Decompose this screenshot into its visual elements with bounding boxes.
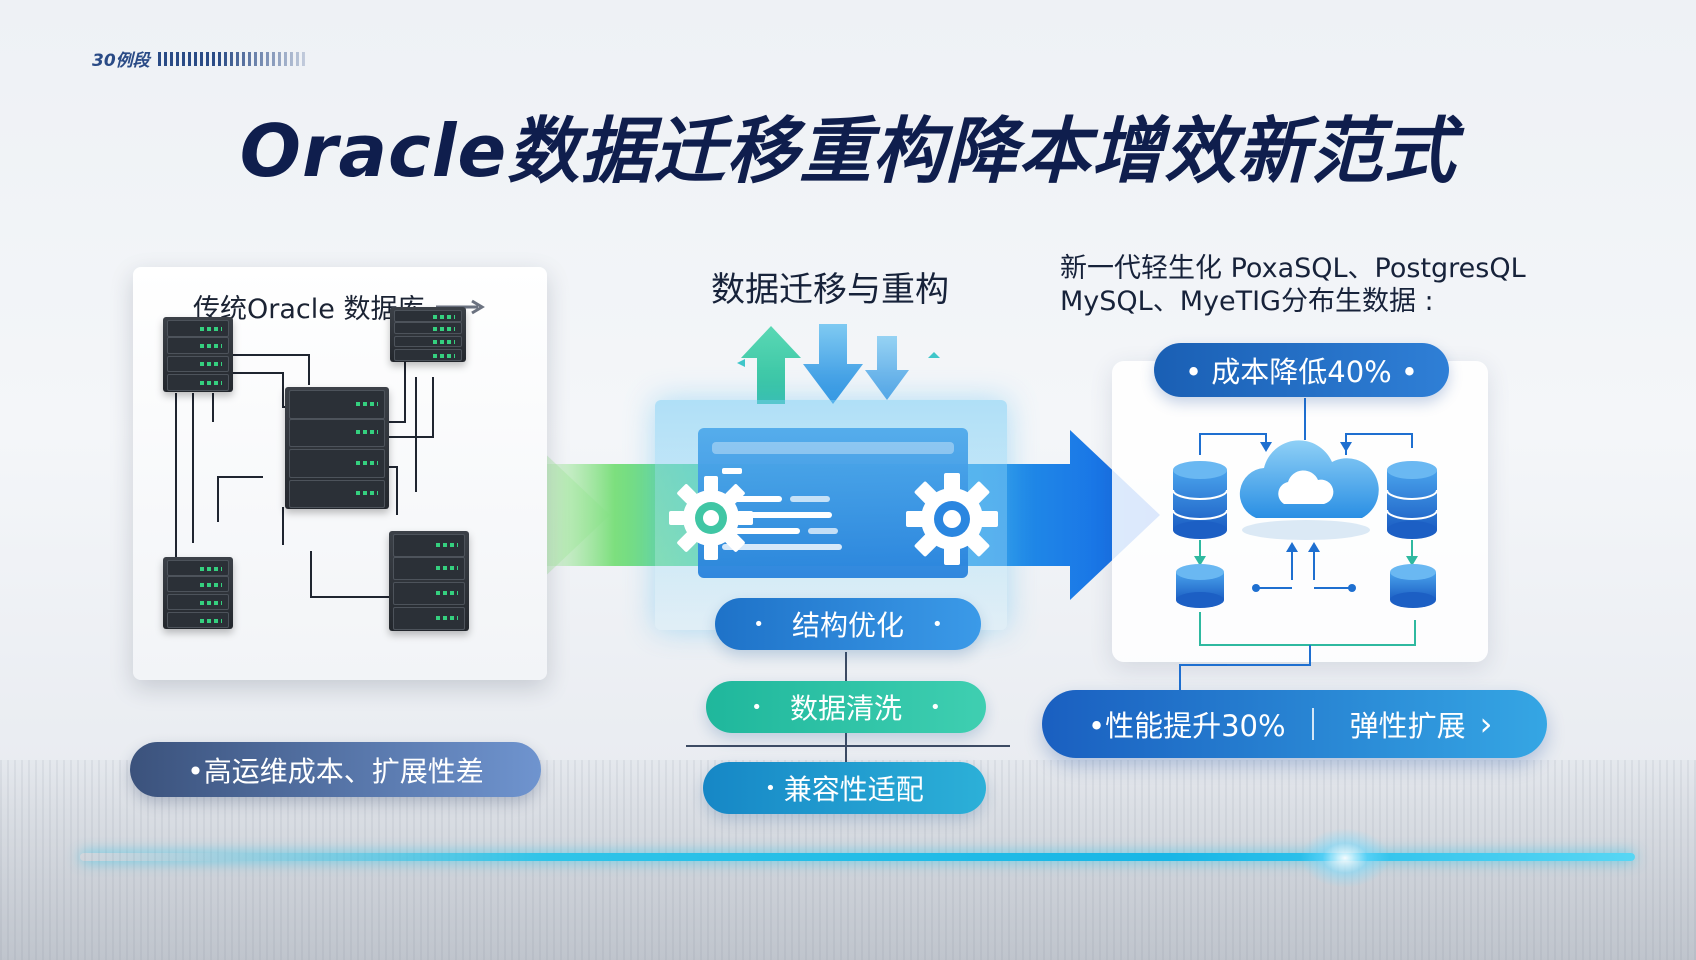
server-icon xyxy=(163,557,233,629)
arrow-down-icon xyxy=(803,324,863,404)
server-icon xyxy=(285,387,389,509)
cost-reduction-badge: • 成本降低40% • xyxy=(1154,343,1449,397)
gear-icon xyxy=(669,476,753,560)
brand-text: 30例段 xyxy=(92,51,150,71)
arrow-right-icon xyxy=(436,299,486,314)
steps-divider xyxy=(686,745,1010,747)
step-structure-optimization: • 结构优化 • xyxy=(715,598,981,650)
chevron-right-icon: › xyxy=(1479,705,1493,743)
brand-logo: 30例段 xyxy=(92,46,308,71)
target-database-text: 新一代轻生化 PoxaSQL、PostgresQL MySQL、MyeTIG分布… xyxy=(1060,252,1526,318)
step-compatibility: • 兼容性适配 xyxy=(703,762,986,814)
step-data-cleaning: • 数据清洗 • xyxy=(706,681,986,733)
server-icon xyxy=(163,317,233,392)
elastic-scaling-label: 弹性扩展 xyxy=(1349,709,1466,743)
performance-label: •性能提升30% xyxy=(1088,709,1286,743)
glow-spot xyxy=(1300,828,1390,888)
server-icon xyxy=(390,307,466,362)
legacy-database-panel: 传统Oracle 数据库 xyxy=(133,267,547,680)
transfer-arrows xyxy=(737,324,940,404)
target-architecture-panel xyxy=(1112,361,1488,662)
glow-line xyxy=(80,853,1635,861)
target-line-1: 新一代轻生化 PoxaSQL、PostgresQL xyxy=(1060,253,1526,284)
gear-icon xyxy=(906,473,998,565)
badge-separator xyxy=(1311,708,1314,740)
target-line-2: MySQL、MyeTIG分布生数据 : xyxy=(1060,286,1434,317)
arrow-up-icon xyxy=(741,326,801,404)
legacy-problem-badge: •高运维成本、扩展性差 xyxy=(130,742,541,797)
server-icon xyxy=(389,531,469,631)
migration-heading: 数据迁移与重构 xyxy=(711,270,949,310)
brand-bars xyxy=(157,51,308,66)
arrow-down-icon xyxy=(865,336,909,400)
page-title: Oracle数据迁移重构降本增效新范式 xyxy=(239,109,1457,193)
performance-badge: •性能提升30% 弹性扩展 › xyxy=(1042,690,1547,758)
